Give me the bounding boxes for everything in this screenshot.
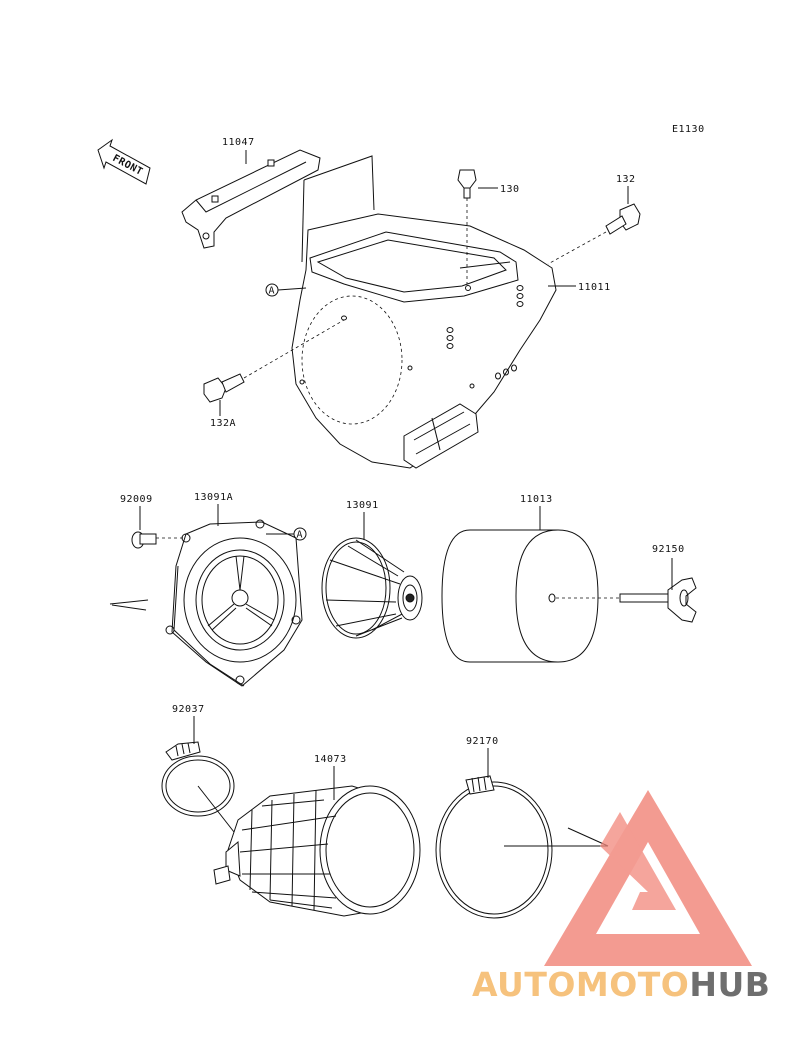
part-label-14073: 14073 — [314, 754, 347, 765]
wing-bolt-92150 — [556, 577, 697, 623]
part-label-132a: 132A — [210, 418, 236, 429]
element-11013 — [441, 529, 599, 663]
part-label-11013: 11013 — [520, 494, 553, 505]
clamp-92170 — [435, 775, 609, 919]
watermark-triangle-icon — [544, 790, 752, 966]
part-label-132: 132 — [616, 174, 636, 185]
air-cleaner-case-11011 — [291, 155, 557, 469]
bolt-130 — [457, 169, 477, 284]
part-label-130: 130 — [500, 184, 520, 195]
holder-13091a — [109, 519, 303, 687]
part-label-92037: 92037 — [172, 704, 205, 715]
watermark-logo: AUTOMOTOHUB — [472, 790, 770, 1004]
part-label-92150: 92150 — [652, 544, 685, 555]
watermark-text-part2: HUB — [689, 965, 770, 1004]
duct-14073 — [213, 785, 421, 917]
diagram-code: E1130 — [672, 124, 705, 135]
callout-a-label-2: A — [297, 530, 304, 541]
bolt-132 — [547, 203, 641, 265]
front-arrow-icon: FRONT — [97, 138, 151, 185]
part-label-11047: 11047 — [222, 137, 255, 148]
cage-13091 — [321, 537, 423, 639]
screw-92009 — [131, 531, 186, 549]
part-label-11011: 11011 — [578, 282, 611, 293]
clamp-92037 — [161, 741, 235, 833]
bracket-11047 — [181, 149, 321, 249]
watermark-text: AUTOMOTOHUB — [472, 965, 770, 1004]
part-label-13091a: 13091A — [194, 492, 233, 503]
callout-a-label: A — [269, 286, 276, 297]
part-label-92009: 92009 — [120, 494, 153, 505]
watermark-text-part1: AUTOMOTO — [472, 965, 689, 1004]
part-label-13091: 13091 — [346, 500, 379, 511]
part-label-92170: 92170 — [466, 736, 499, 747]
bolt-132a — [203, 319, 345, 403]
